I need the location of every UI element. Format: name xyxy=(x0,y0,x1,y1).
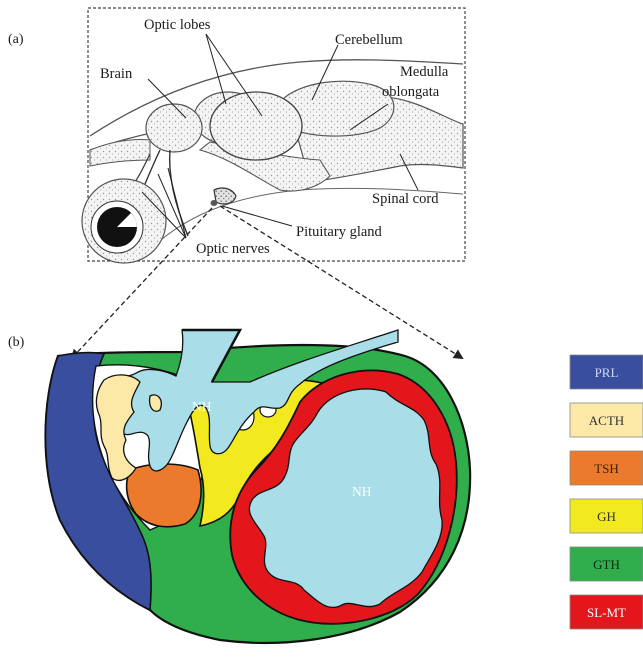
label-brain: Brain xyxy=(100,66,133,82)
legend-label-sl-mt: SL-MT xyxy=(587,605,626,620)
label-spinal-cord: Spinal cord xyxy=(372,191,439,207)
label-optic-nerves: Optic nerves xyxy=(196,241,270,257)
legend-label-tsh: TSH xyxy=(594,461,619,476)
label-medulla-line1: Medulla xyxy=(400,64,449,80)
legend-label-gh: GH xyxy=(597,509,616,524)
panel-a-label: (a) xyxy=(8,32,24,47)
label-pituitary-gland: Pituitary gland xyxy=(296,224,383,240)
legend-label-gth: GTH xyxy=(593,557,620,572)
legend-label-prl: PRL xyxy=(595,365,619,380)
pituitary-section-map xyxy=(46,330,471,643)
legend-label-acth: ACTH xyxy=(589,413,624,428)
nh-label-right: NH xyxy=(352,484,372,499)
panel-b-label: (b) xyxy=(8,335,25,350)
label-medulla-line2: oblongata xyxy=(382,84,440,100)
nh-label-left: NH xyxy=(192,399,212,414)
label-cerebellum: Cerebellum xyxy=(335,32,403,48)
label-optic-lobes: Optic lobes xyxy=(144,17,211,33)
legend: PRL ACTH TSH GH GTH SL-MT xyxy=(570,355,643,629)
